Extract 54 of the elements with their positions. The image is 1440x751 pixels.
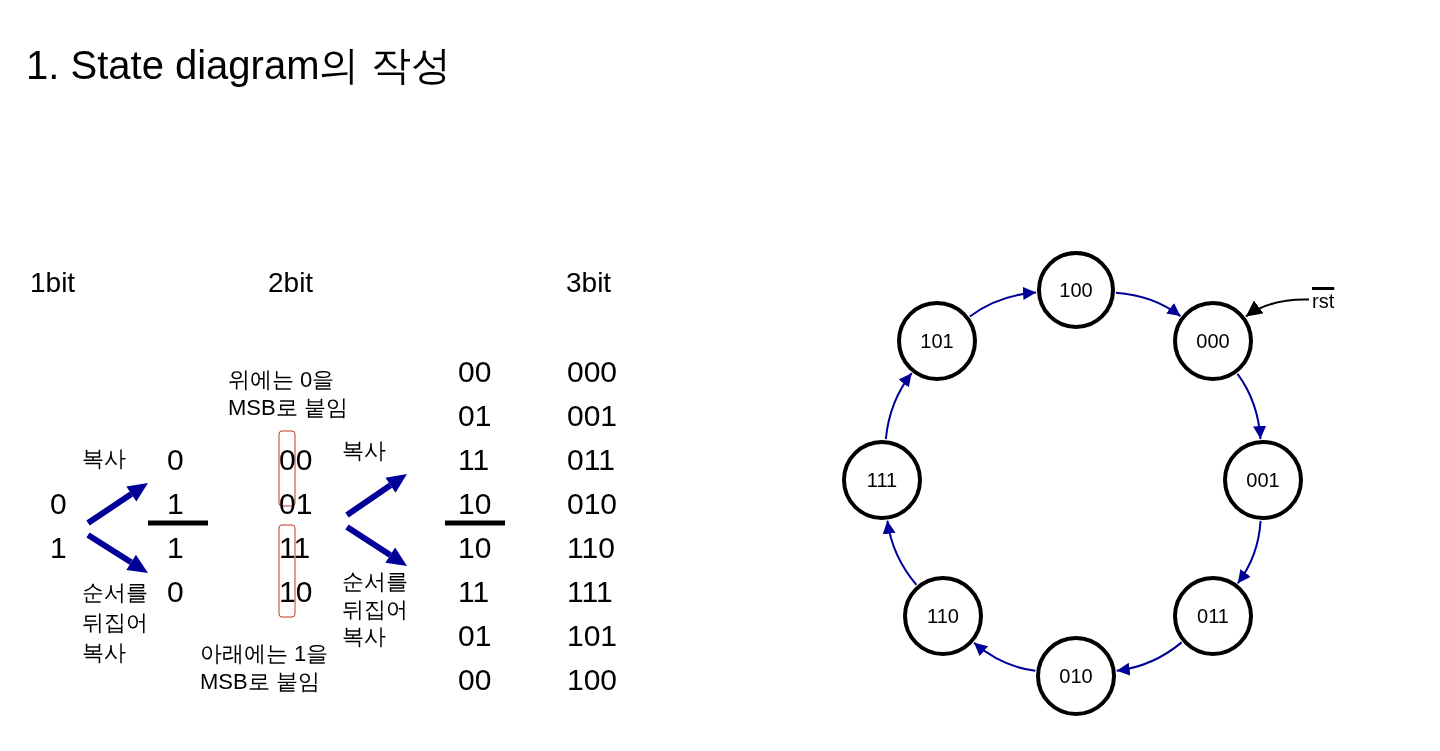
binary-code: 01 bbox=[458, 618, 492, 654]
binary-code: 00 bbox=[279, 442, 313, 478]
binary-code: 100 bbox=[567, 662, 618, 698]
transition-arrow bbox=[1244, 298, 1310, 318]
note: 아래에는 1을 MSB로 붙임 bbox=[200, 640, 330, 696]
binary-code: 101 bbox=[567, 618, 618, 654]
transition-arrow bbox=[883, 519, 918, 586]
binary-code: 10 bbox=[458, 486, 492, 522]
binary-code: 00 bbox=[458, 662, 492, 698]
binary-code: 000 bbox=[567, 354, 618, 390]
title: 1. State diagram의 작성 bbox=[26, 42, 451, 89]
transition-arrow bbox=[973, 641, 1037, 672]
note: 복사 bbox=[82, 446, 126, 473]
state-circle: 110 bbox=[903, 576, 983, 656]
binary-code: 0 bbox=[50, 486, 67, 522]
binary-code: 11 bbox=[458, 574, 490, 610]
transition-arrow bbox=[884, 372, 913, 441]
binary-code: 111 bbox=[567, 574, 613, 610]
note: 복사 bbox=[342, 438, 386, 465]
transition-arrow bbox=[968, 287, 1038, 318]
binary-code: 0 bbox=[167, 442, 184, 478]
transition-arrow bbox=[1114, 291, 1182, 318]
note: 위에는 0을 MSB로 붙임 bbox=[228, 366, 349, 422]
binary-code: 01 bbox=[279, 486, 313, 522]
binary-code: 1 bbox=[167, 486, 184, 522]
binary-code: 010 bbox=[567, 486, 618, 522]
state-circle: 010 bbox=[1036, 636, 1116, 716]
binary-code: 10 bbox=[458, 530, 492, 566]
binary-code: 10 bbox=[279, 574, 313, 610]
column-heading: 1bit bbox=[30, 266, 76, 300]
signal-label: rst bbox=[1312, 288, 1335, 312]
column-heading: 3bit bbox=[566, 266, 612, 300]
binary-code: 11 bbox=[279, 530, 311, 566]
state-circle: 100 bbox=[1037, 251, 1115, 329]
binary-code: 001 bbox=[567, 398, 618, 434]
binary-code: 00 bbox=[458, 354, 492, 390]
binary-code: 0 bbox=[167, 574, 184, 610]
binary-code: 11 bbox=[458, 442, 490, 478]
binary-code: 1 bbox=[167, 530, 184, 566]
state-circle: 001 bbox=[1223, 440, 1303, 520]
state-circle: 101 bbox=[897, 301, 977, 381]
binary-code: 011 bbox=[567, 442, 615, 478]
transition-arrow bbox=[1236, 372, 1266, 441]
note: 순서를 뒤집어 복사 bbox=[342, 568, 409, 651]
transition-arrow bbox=[1115, 641, 1183, 676]
binary-code: 110 bbox=[567, 530, 615, 566]
column-heading: 2bit bbox=[268, 266, 314, 300]
state-circle: 011 bbox=[1173, 576, 1253, 656]
state-circle: 111 bbox=[842, 440, 922, 520]
state-circle: 000 bbox=[1173, 301, 1253, 381]
note: 순서를 뒤집어 복사 bbox=[82, 579, 149, 667]
transition-arrow bbox=[1236, 519, 1262, 585]
binary-code: 01 bbox=[458, 398, 492, 434]
binary-code: 1 bbox=[50, 530, 67, 566]
